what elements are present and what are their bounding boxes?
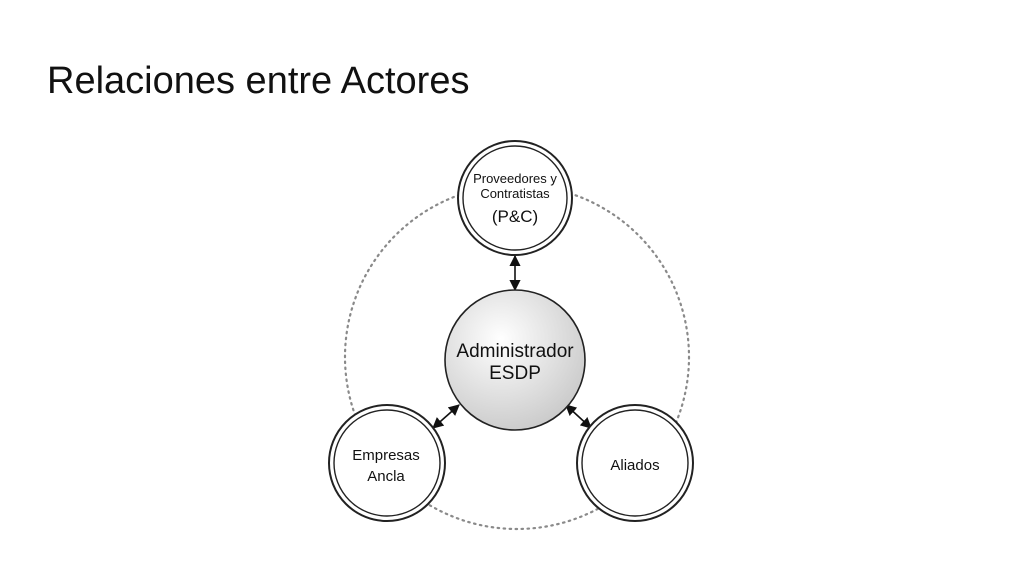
- connector-right: [565, 404, 592, 429]
- slide-title: Relaciones entre Actores: [47, 60, 470, 102]
- node-administrador-label-1: Administrador: [456, 341, 574, 362]
- node-proveedores: Proveedores y Contratistas (P&C): [457, 140, 573, 256]
- node-administrador-label-2: ESDP: [489, 363, 541, 384]
- node-administrador: Administrador ESDP: [444, 289, 586, 431]
- connector-left: [432, 404, 460, 429]
- node-empresas-ancla: Empresas Ancla: [328, 404, 446, 522]
- node-proveedores-label-1: Proveedores y: [473, 171, 557, 186]
- node-aliados-label: Aliados: [610, 457, 659, 474]
- node-proveedores-label-2: Contratistas: [480, 186, 550, 201]
- node-empresas-label-2: Ancla: [367, 468, 405, 485]
- node-proveedores-label-3: (P&C): [492, 207, 538, 226]
- node-empresas-label-1: Empresas: [352, 447, 420, 464]
- node-aliados: Aliados: [576, 404, 694, 522]
